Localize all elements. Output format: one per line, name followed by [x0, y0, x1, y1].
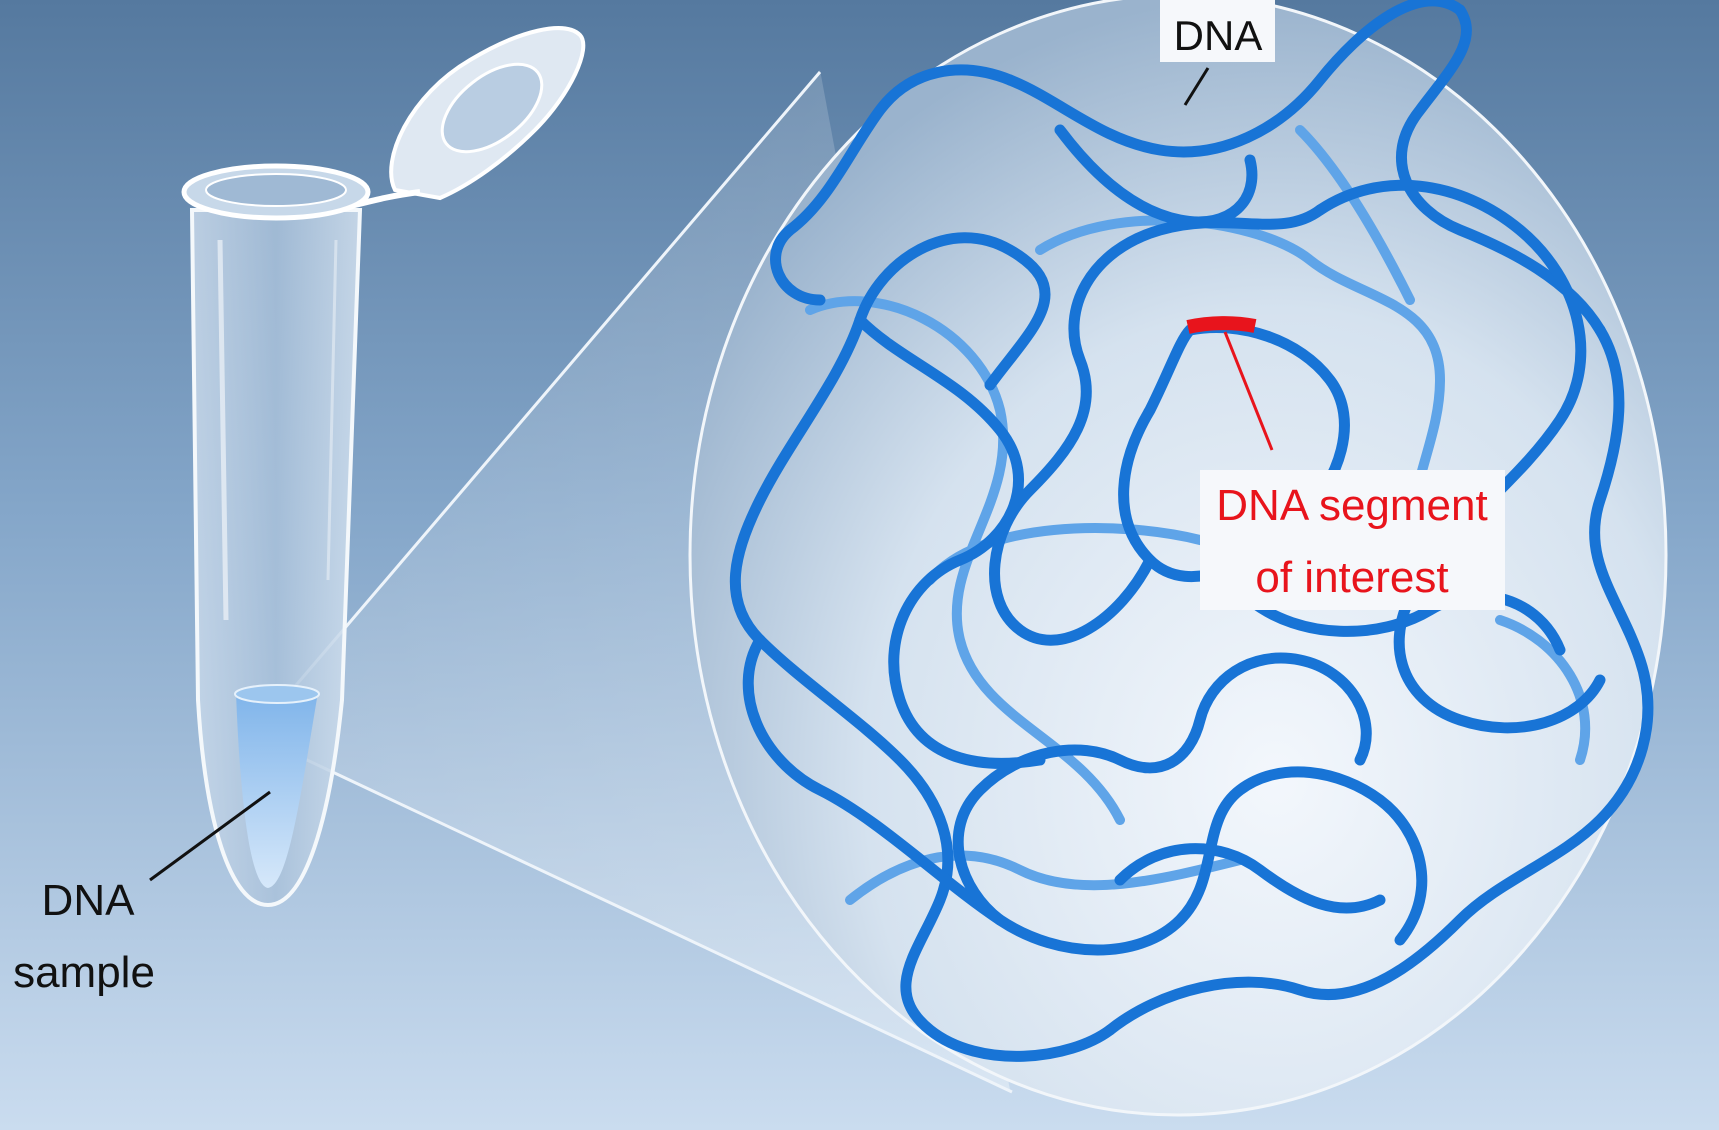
dna-segment-of-interest: [1188, 323, 1255, 327]
tube-opening: [206, 174, 346, 206]
dna-label: DNA: [1174, 12, 1263, 59]
segment-label-line2: of interest: [1255, 553, 1448, 602]
dna-sample-label-line2: sample: [13, 948, 155, 997]
segment-label-line1: DNA segment: [1216, 481, 1487, 530]
dna-sample-label-line1: DNA: [42, 876, 136, 925]
liquid-surface: [235, 685, 319, 703]
